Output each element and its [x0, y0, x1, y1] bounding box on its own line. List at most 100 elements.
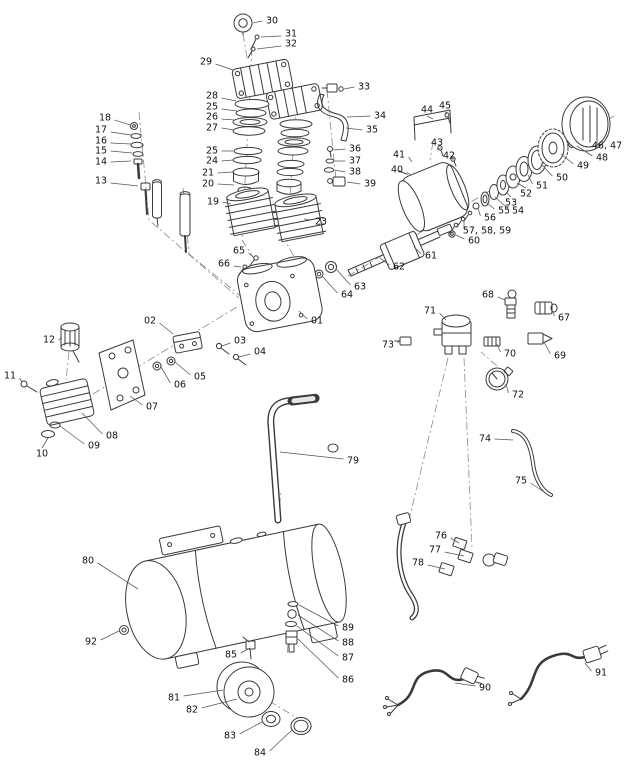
callout-10: 10: [36, 437, 49, 460]
callout-60: 60: [455, 234, 480, 247]
callout-86: 86: [297, 638, 354, 686]
svg-text:44: 44: [421, 105, 433, 116]
callout-02: 02: [144, 316, 174, 335]
svg-text:75: 75: [515, 476, 527, 487]
callout-24: 24: [206, 156, 234, 167]
svg-text:25: 25: [206, 102, 218, 113]
wheel-assembly: [216, 661, 275, 718]
breather-rods: [140, 179, 191, 253]
svg-text:07: 07: [146, 402, 158, 413]
svg-text:12: 12: [43, 335, 55, 346]
callout-32: 32: [256, 39, 297, 50]
callout-63: 63: [335, 268, 366, 293]
svg-text:55: 55: [498, 206, 510, 217]
callout-13: 13: [95, 176, 139, 187]
callout-51: 51: [527, 174, 548, 192]
svg-text:11: 11: [4, 371, 16, 382]
svg-text:15: 15: [95, 146, 107, 157]
callout-33: 33: [343, 82, 370, 93]
svg-text:09: 09: [88, 441, 100, 452]
handle: [267, 393, 339, 524]
svg-text:28: 28: [206, 91, 218, 102]
motor-bracket: [413, 109, 457, 167]
svg-text:32: 32: [285, 39, 297, 50]
callout-19: 19: [207, 197, 232, 208]
safety-valve: [504, 289, 517, 319]
callout-14: 14: [95, 157, 132, 168]
svg-text:31: 31: [285, 29, 297, 40]
callout-89: 89: [298, 604, 354, 634]
svg-text:34: 34: [374, 111, 386, 122]
callout-55: 55: [486, 202, 510, 217]
svg-text:23: 23: [315, 217, 327, 228]
callout-27: 27: [206, 123, 235, 134]
pipe-nipple: [483, 336, 501, 347]
callout-87: 87: [296, 625, 354, 664]
callout-84: 84: [254, 729, 293, 759]
callout-73: 73: [382, 340, 400, 351]
callout-07: 07: [129, 395, 158, 413]
svg-text:38: 38: [349, 167, 361, 178]
svg-text:02: 02: [144, 316, 156, 327]
svg-text:90: 90: [479, 683, 491, 694]
shroud-bracket: [172, 331, 203, 354]
callout-42: 42: [443, 151, 455, 162]
callout-06: 06: [160, 366, 186, 391]
svg-text:84: 84: [254, 748, 266, 759]
callout-64: 64: [321, 275, 353, 301]
svg-text:91: 91: [595, 668, 607, 679]
valve-gasket-stack-b: [276, 119, 313, 195]
svg-text:08: 08: [106, 431, 118, 442]
svg-text:57, 58, 59: 57, 58, 59: [463, 226, 511, 237]
svg-text:29: 29: [200, 57, 212, 68]
callout-50: 50: [541, 164, 568, 184]
svg-text:04: 04: [254, 347, 266, 358]
svg-text:70: 70: [504, 349, 516, 360]
crankshaft-rotor: [347, 230, 441, 277]
callout-80: 80: [82, 556, 139, 590]
air-tank: [125, 523, 347, 669]
bracket-washers: [152, 356, 176, 371]
svg-text:40: 40: [391, 165, 403, 176]
callout-82: 82: [186, 698, 238, 716]
svg-text:85: 85: [225, 650, 237, 661]
svg-text:87: 87: [342, 653, 354, 664]
callout-31: 31: [260, 29, 297, 40]
svg-text:39: 39: [364, 179, 376, 190]
svg-text:74: 74: [479, 434, 491, 445]
callout-41: 41: [393, 150, 413, 163]
outlet-tube: [511, 429, 553, 497]
callout-56: 56: [477, 207, 496, 224]
svg-text:82: 82: [186, 705, 198, 716]
elbow-fitting-39: [327, 176, 346, 187]
svg-text:64: 64: [341, 290, 353, 301]
svg-text:10: 10: [36, 449, 48, 460]
callout-05: 05: [174, 361, 206, 383]
callout-18: 18: [99, 113, 131, 126]
callout-85: 85: [225, 647, 251, 661]
hose-barb: [527, 332, 553, 345]
svg-text:43: 43: [431, 138, 443, 149]
svg-text:63: 63: [354, 282, 366, 293]
svg-text:80: 80: [82, 556, 94, 567]
quick-coupler: [534, 301, 558, 315]
svg-text:18: 18: [99, 113, 111, 124]
callout-83: 83: [224, 721, 263, 742]
air-filter: [60, 322, 80, 363]
svg-text:56: 56: [484, 213, 496, 224]
svg-text:33: 33: [358, 82, 370, 93]
callout-79: 79: [279, 451, 359, 467]
callout-54: 54: [494, 196, 524, 217]
callout-88: 88: [297, 614, 354, 649]
svg-text:71: 71: [424, 306, 436, 317]
elbow-fitting-33: [321, 83, 344, 93]
svg-text:51: 51: [536, 181, 548, 192]
callout-81: 81: [168, 689, 224, 704]
callout-52: 52: [516, 182, 532, 200]
svg-text:48: 48: [596, 153, 608, 164]
svg-text:17: 17: [95, 125, 107, 136]
left-fastener-stack: [130, 122, 144, 180]
bracket-bolts: [215, 342, 247, 366]
